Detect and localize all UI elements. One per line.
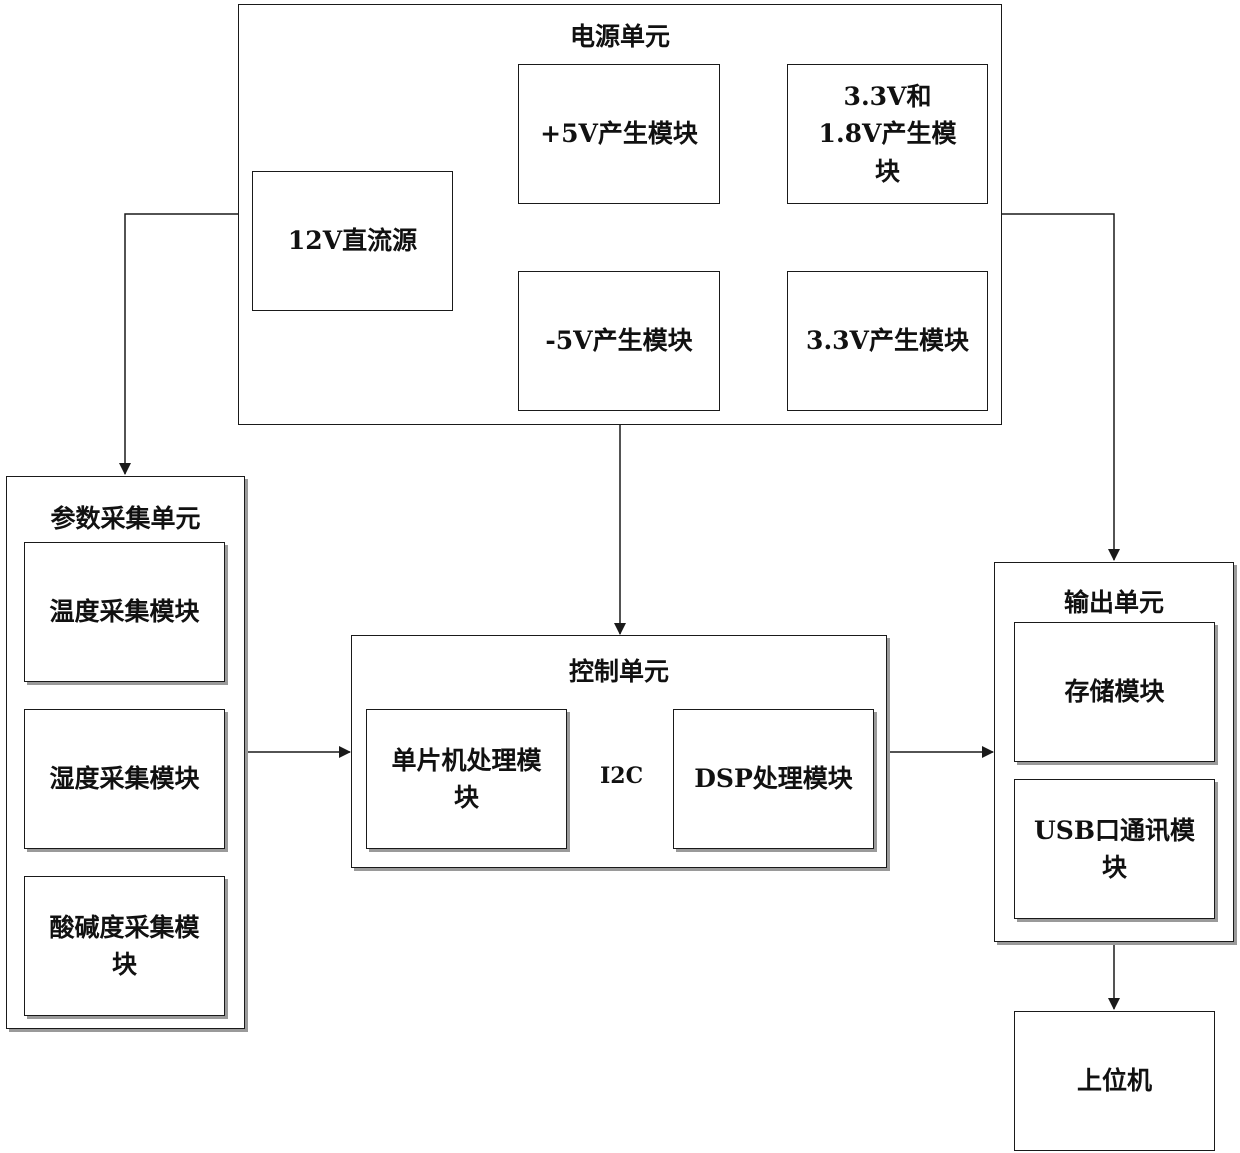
mcu-label: 单片机处理模块 (384, 742, 550, 817)
minus5v-label: -5V产生模块 (537, 322, 700, 360)
v33-18-label: 3.3V和1.8V产生模块 (805, 78, 971, 191)
temperature-module: 温度采集模块 (24, 542, 225, 682)
humidity-label: 湿度采集模块 (41, 760, 207, 798)
dc-source-module: 12V直流源 (252, 171, 453, 311)
humidity-module: 湿度采集模块 (24, 709, 225, 849)
v33-module: 3.3V产生模块 (787, 271, 988, 411)
dsp-module: DSP处理模块 (673, 709, 874, 849)
wire-power-to-param (125, 214, 238, 474)
ph-module: 酸碱度采集模块 (24, 876, 225, 1016)
usb-module: USB口通讯模块 (1014, 779, 1215, 919)
control-unit-title: 控制单元 (352, 652, 886, 688)
host-label: 上位机 (1069, 1062, 1160, 1100)
dc-source-label: 12V直流源 (280, 222, 425, 260)
storage-label: 存储模块 (1056, 673, 1172, 711)
i2c-bus-label: I2C (598, 763, 645, 789)
mcu-module: 单片机处理模块 (366, 709, 567, 849)
power-unit-title: 电源单元 (239, 17, 1001, 53)
param-unit-title: 参数采集单元 (7, 499, 244, 535)
dsp-label: DSP处理模块 (686, 760, 861, 798)
storage-module: 存储模块 (1014, 622, 1215, 762)
plus5v-label: +5V产生模块 (532, 115, 706, 153)
plus5v-module: +5V产生模块 (518, 64, 720, 204)
minus5v-module: -5V产生模块 (518, 271, 720, 411)
v33-18-module: 3.3V和1.8V产生模块 (787, 64, 988, 204)
output-unit-title: 输出单元 (995, 583, 1233, 619)
wire-power-to-output (1001, 214, 1114, 560)
host-computer: 上位机 (1014, 1011, 1215, 1151)
temperature-label: 温度采集模块 (41, 593, 207, 631)
usb-label: USB口通讯模块 (1017, 812, 1213, 887)
ph-label: 酸碱度采集模块 (42, 909, 208, 984)
v33-label: 3.3V产生模块 (798, 322, 977, 360)
